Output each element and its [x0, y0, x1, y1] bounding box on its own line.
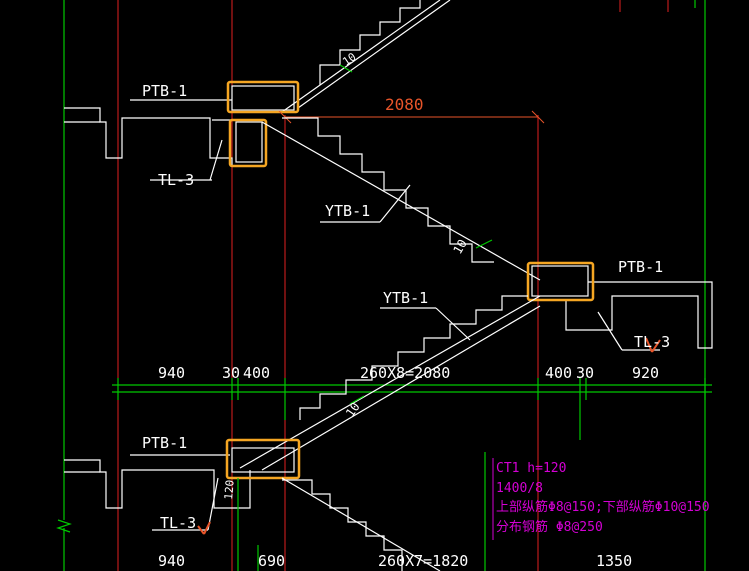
label-tl-bottom: TL-3: [160, 514, 196, 532]
label-ptb-bottom: PTB-1: [142, 434, 187, 452]
dim-30-right: 30: [576, 364, 594, 382]
dim-940: 940: [158, 364, 185, 382]
label-ptb-top: PTB-1: [142, 82, 187, 100]
top-landing: PTB-1 TL-3: [64, 80, 300, 189]
thickness-label-top: 10: [340, 50, 358, 68]
highlight-box-right-landing: [526, 261, 595, 302]
right-landing: PTB-1 TL-3: [526, 258, 713, 353]
dim-400-right: 400: [545, 364, 572, 382]
highlight-box-top-landing: [226, 80, 300, 114]
middle-flight: 10 YTB-1: [261, 117, 541, 281]
dim-tread-run-bottom: 260X7=1820: [378, 552, 468, 570]
highlight-box-top-beam: [228, 118, 268, 168]
thickness-label-mid: 10: [450, 237, 469, 257]
dimension-line-row1: [112, 378, 712, 440]
wall-lines: [56, 0, 706, 571]
span-dimension: 2080: [278, 95, 545, 124]
dim-400-left: 400: [243, 364, 270, 382]
label-tl-right: TL-3: [634, 333, 670, 351]
dim-tread-run: 260X8=2080: [360, 364, 450, 382]
reinforcement-note: CT1 h=120 1400/8 上部纵筋Φ8@150;下部纵筋Φ10@150 …: [492, 458, 710, 540]
bottom-flight: [281, 477, 441, 571]
upper-flight: 10: [281, 0, 451, 113]
dimension-texts-row1: 940 30 400 260X8=2080 400 30 920: [158, 364, 659, 382]
label-tl-top: TL-3: [158, 171, 194, 189]
highlight-box-bottom-landing: [225, 438, 301, 480]
note-line-2: 1400/8: [496, 481, 543, 496]
dim-30-left: 30: [222, 364, 240, 382]
bottom-landing: 120 PTB-1 TL-3: [64, 434, 301, 535]
dim-1350: 1350: [596, 552, 632, 570]
dimension-texts-row2: 940 690 260X7=1820 1350: [158, 552, 632, 570]
thickness-label-bottom: 120: [222, 479, 237, 500]
label-ptb-right: PTB-1: [618, 258, 663, 276]
thickness-label-low: 10: [343, 400, 363, 420]
note-line-1: CT1 h=120: [496, 461, 566, 476]
note-line-3: 上部纵筋Φ8@150;下部纵筋Φ10@150: [496, 499, 710, 515]
label-ytb-lower: YTB-1: [383, 289, 428, 307]
axis-lines: [117, 0, 669, 571]
dimension-line-row2: [237, 452, 486, 571]
dim-920: 920: [632, 364, 659, 382]
dim-690: 690: [258, 552, 285, 570]
note-line-4: 分布钢筋 Φ8@250: [496, 519, 603, 535]
label-ytb-mid: YTB-1: [325, 202, 370, 220]
span-dimension-label: 2080: [385, 95, 424, 114]
dim-940-bottom: 940: [158, 552, 185, 570]
